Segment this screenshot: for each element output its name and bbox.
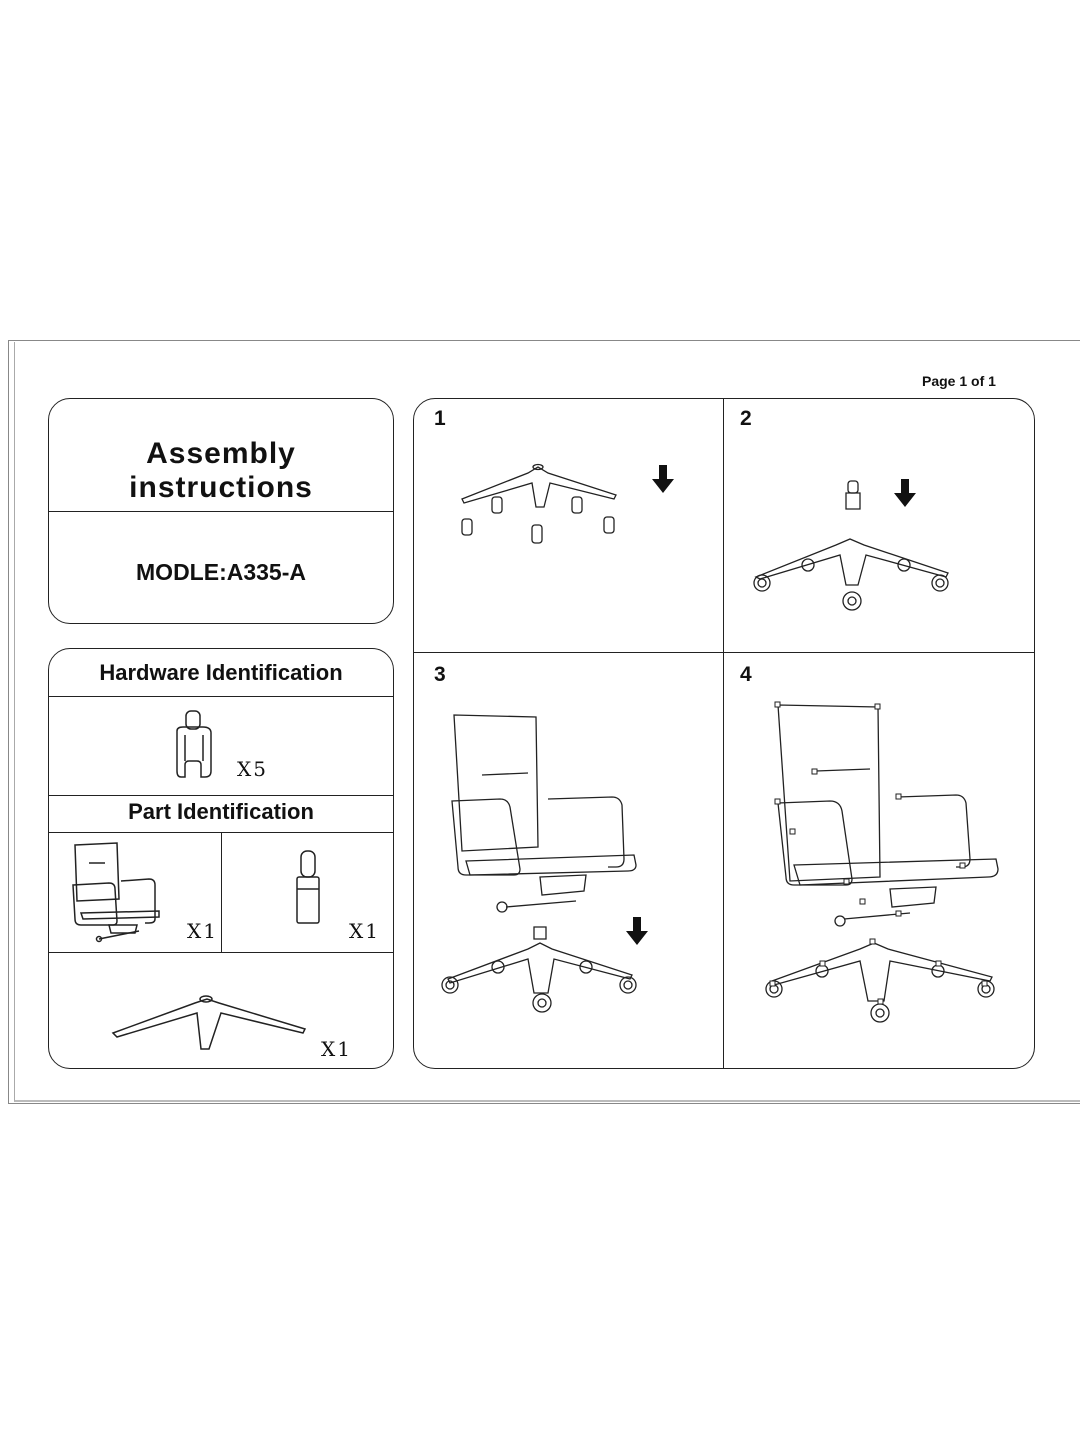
- step-number: 4: [740, 663, 752, 686]
- star-base-icon: [109, 989, 309, 1057]
- step-3-illustration: [436, 711, 646, 1017]
- steps-panel: 1 2 3 4: [413, 398, 1035, 1069]
- down-arrow-icon: [894, 479, 916, 507]
- sheet-frame: [14, 342, 1080, 1102]
- gas-cylinder-qty: X1: [349, 919, 380, 943]
- step-number: 2: [740, 407, 752, 430]
- title-panel: Assembly instructions MODLE:A335-A: [48, 398, 394, 624]
- chair-body-qty: X1: [187, 919, 218, 943]
- divider: [49, 696, 393, 697]
- page-number: Page 1 of 1: [922, 373, 996, 389]
- divider: [49, 795, 393, 796]
- caster-icon: [167, 709, 227, 781]
- down-arrow-icon: [626, 917, 648, 945]
- hardware-heading: Hardware Identification: [99, 660, 343, 685]
- chair-body-icon: [69, 837, 179, 949]
- step-2-illustration: [748, 479, 954, 611]
- divider: [221, 832, 222, 952]
- step-4-illustration: [760, 699, 1004, 1031]
- star-base-qty: X1: [321, 1037, 352, 1061]
- title-divider: [49, 511, 393, 512]
- divider: [723, 399, 724, 1068]
- step-number: 3: [434, 663, 446, 686]
- gas-cylinder-icon: [289, 849, 329, 929]
- step-number: 1: [434, 407, 446, 430]
- step-1-illustration: [454, 461, 624, 551]
- divider: [414, 652, 1034, 653]
- document-title: Assembly instructions: [129, 437, 313, 504]
- parts-panel: Hardware Identification X5 Part Identifi…: [48, 648, 394, 1069]
- down-arrow-icon: [652, 465, 674, 493]
- divider: [49, 952, 393, 953]
- model-number: MODLE:A335-A: [136, 559, 306, 585]
- hardware-qty: X5: [237, 757, 268, 781]
- part-heading: Part Identification: [128, 799, 314, 824]
